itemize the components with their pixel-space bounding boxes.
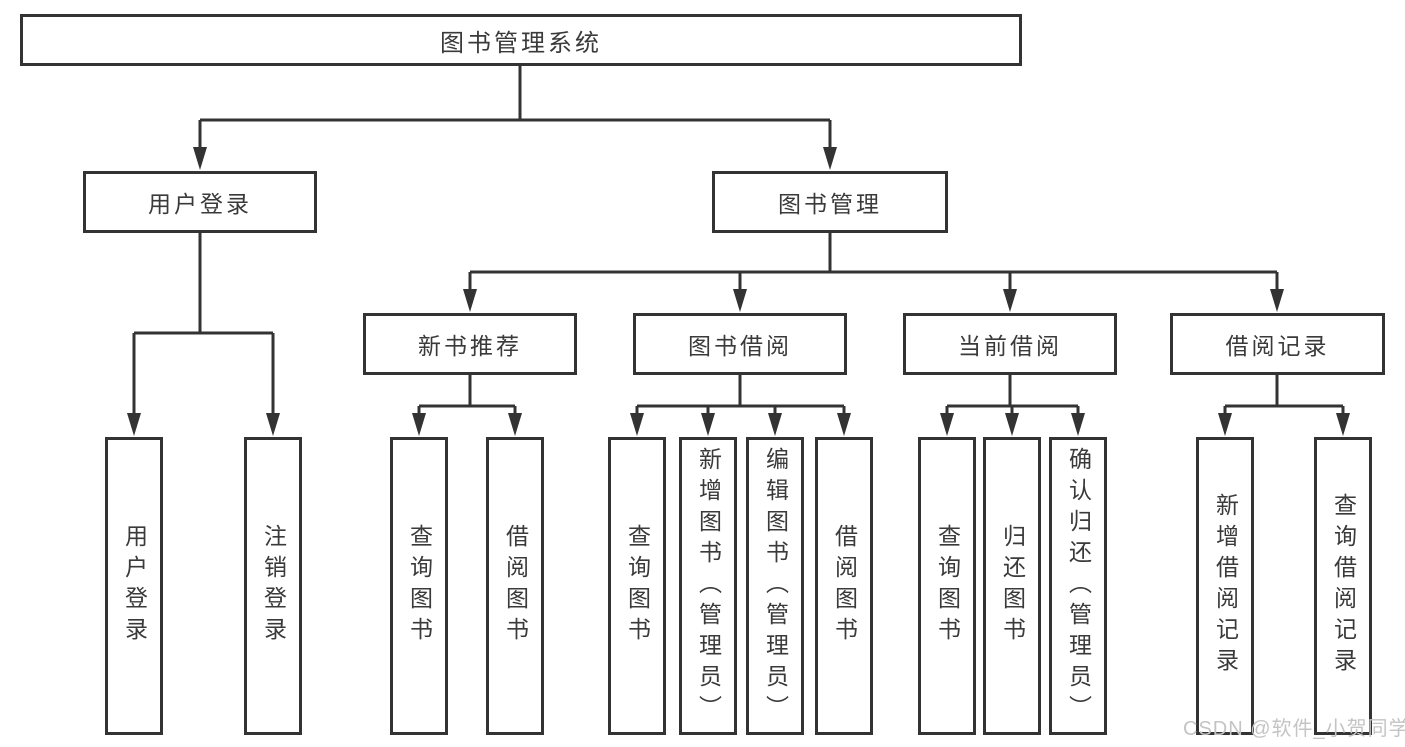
node-label: 注销登录 xyxy=(260,524,287,648)
node-user-login: 用户登录 xyxy=(83,171,317,233)
node-label: 确认归还（管理员） xyxy=(1065,446,1092,726)
arrowheads xyxy=(127,147,1350,436)
node-new-book-recommend: 新书推荐 xyxy=(363,313,577,375)
node-label: 新书推荐 xyxy=(418,333,522,359)
leaf-query-books-current: 查询图书 xyxy=(918,437,976,735)
node-label: 查询图书 xyxy=(934,524,961,648)
node-label: 图书管理系统 xyxy=(440,29,602,57)
leaf-query-books-borrowing: 查询图书 xyxy=(608,437,666,735)
node-book-borrowing: 图书借阅 xyxy=(633,313,847,375)
node-label: 查询图书 xyxy=(406,524,433,648)
node-label: 用户登录 xyxy=(148,191,252,217)
leaf-add-book-admin: 新增图书（管理员） xyxy=(679,437,737,735)
node-label: 图书借阅 xyxy=(688,333,792,359)
leaf-query-borrow-record: 查询借阅记录 xyxy=(1314,437,1372,735)
node-borrow-records: 借阅记录 xyxy=(1170,313,1385,375)
leaf-user-login: 用户登录 xyxy=(105,437,163,735)
node-label: 用户登录 xyxy=(121,524,148,648)
leaf-borrow-books-recommend: 借阅图书 xyxy=(486,437,544,735)
leaf-borrow-books: 借阅图书 xyxy=(815,437,873,735)
node-label: 当前借阅 xyxy=(958,333,1062,359)
node-label: 查询借阅记录 xyxy=(1330,493,1357,679)
leaf-add-borrow-record: 新增借阅记录 xyxy=(1196,437,1254,735)
node-label: 新增借阅记录 xyxy=(1212,493,1239,679)
node-label: 借阅图书 xyxy=(831,524,858,648)
node-current-borrowing: 当前借阅 xyxy=(903,313,1117,375)
leaf-edit-book-admin: 编辑图书（管理员） xyxy=(746,437,804,735)
leaf-confirm-return-admin: 确认归还（管理员） xyxy=(1049,437,1107,735)
node-library-management-system: 图书管理系统 xyxy=(20,14,1022,66)
node-label: 借阅记录 xyxy=(1225,333,1330,359)
node-label: 新增图书（管理员） xyxy=(695,446,722,726)
leaf-query-books-recommend: 查询图书 xyxy=(390,437,448,735)
node-book-management: 图书管理 xyxy=(712,171,948,233)
leaf-return-book: 归还图书 xyxy=(983,437,1041,735)
node-label: 查询图书 xyxy=(624,524,651,648)
node-label: 归还图书 xyxy=(999,524,1026,648)
node-label: 编辑图书（管理员） xyxy=(762,446,789,726)
csdn-watermark: CSDN @软件_小贺同学 xyxy=(1183,718,1405,740)
node-label: 借阅图书 xyxy=(502,524,529,648)
leaf-logout: 注销登录 xyxy=(244,437,302,735)
node-label: 图书管理 xyxy=(778,191,882,217)
